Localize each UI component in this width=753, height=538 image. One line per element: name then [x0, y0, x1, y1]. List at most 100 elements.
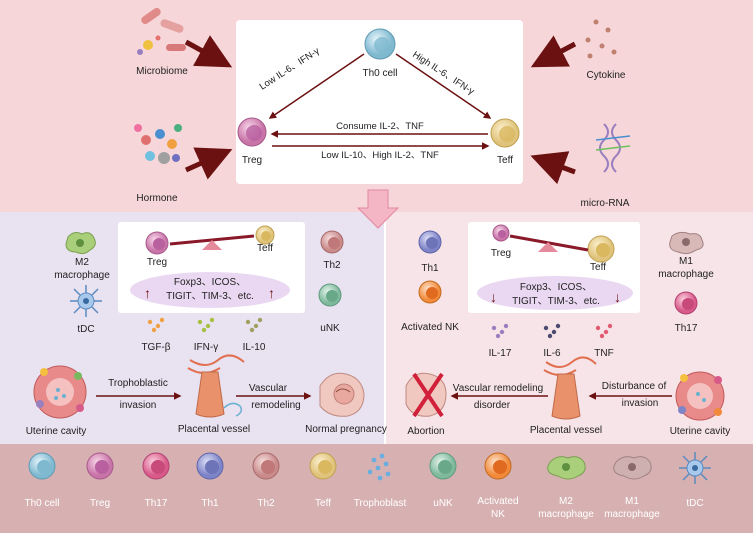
legend-label-4: Th2 [257, 498, 275, 509]
th1-cell-icon [196, 452, 224, 480]
legend-label-8: Activated [477, 496, 518, 507]
left-unk-label: uNK [320, 323, 340, 334]
teff-label-top: Teff [497, 155, 513, 166]
right-treg-label: Treg [491, 248, 511, 259]
abortion-label: Abortion [407, 426, 444, 437]
trophoblast-icon [367, 453, 391, 481]
right-m1-label2: macrophage [658, 269, 714, 280]
legend-label-10b: macrophage [604, 509, 660, 520]
legend-label-6: Trophoblast [354, 498, 407, 509]
right-dist-label1: Disturbance of [602, 381, 667, 392]
left-uterine-cavity-icon [33, 365, 87, 419]
arrow-microrna [530, 151, 576, 185]
th0-label: Th0 cell [362, 68, 397, 79]
left-ifn-icon [197, 317, 215, 333]
left-th2-cell [320, 230, 344, 254]
left-markers-line2: TIGIT、TIM-3、etc. [166, 291, 254, 302]
right-dist-label2: invasion [622, 398, 659, 409]
microbiome-icon [137, 7, 186, 55]
left-m2-label2: macrophage [54, 270, 110, 281]
right-activated-nk-cell [418, 280, 442, 304]
arrow-hormone [184, 147, 233, 180]
left-tgf-icon [147, 317, 165, 333]
arrow-th0-teff [395, 53, 492, 119]
normal-pregnancy-icon [319, 372, 365, 417]
left-markers-line1: Foxp3、ICOS、 [174, 277, 246, 288]
left-treg-cell [145, 231, 169, 255]
legend-label-11: tDC [686, 498, 703, 509]
activated-nk-icon [484, 452, 512, 480]
left-th2-label: Th2 [323, 260, 341, 271]
arrow-microbiome [184, 35, 233, 68]
legend-label-3: Th1 [201, 498, 219, 509]
abortion-icon [405, 372, 447, 418]
m2-macrophage-icon [547, 456, 586, 480]
right-il6-label: IL-6 [543, 348, 561, 359]
legend-label-8b: NK [491, 509, 505, 520]
left-tgf-label: TGF-β [141, 342, 170, 353]
right-markers-line1: Foxp3、ICOS、 [520, 282, 592, 293]
right-tnf-icon [595, 323, 613, 339]
legend-label-0: Th0 cell [24, 498, 59, 509]
m1-macrophage-icon [613, 456, 652, 480]
treg-cell-icon [86, 452, 114, 480]
left-placental-label: Placental vessel [178, 424, 250, 435]
cytokine-label: Cytokine [587, 70, 626, 81]
right-uterine-cavity-icon [675, 371, 725, 421]
right-th1-cell [418, 230, 442, 254]
left-treg-label: Treg [147, 257, 167, 268]
unk-cell-icon [429, 452, 457, 480]
right-seesaw-fulcrum [538, 242, 558, 252]
legend-label-7: uNK [433, 498, 453, 509]
normal-pregnancy-label: Normal pregnancy [305, 424, 387, 435]
left-vasc-label1: Vascular [249, 383, 288, 394]
label-consume: Consume IL-2、TNF [336, 121, 424, 132]
right-markers-line2: TIGIT、TIM-3、etc. [512, 296, 600, 307]
teff-cell-top [490, 118, 520, 148]
cytokine-icon [585, 19, 617, 59]
central-box [236, 20, 523, 184]
right-tnf-label: TNF [594, 348, 613, 359]
arrow-th0-treg [268, 53, 365, 119]
left-teff-label: Teff [257, 243, 273, 254]
left-up-arrow-2: ↑ [268, 285, 275, 301]
legend-label-2: Th17 [145, 498, 168, 509]
right-treg-cell [492, 224, 510, 242]
right-th17-cell [674, 291, 698, 315]
legend-label-5: Teff [315, 498, 331, 509]
label-low-il10: Low IL-10、High IL-2、TNF [321, 150, 439, 161]
treg-cell-top [237, 117, 267, 147]
left-unk-cell [318, 283, 342, 307]
th2-cell-icon [252, 452, 280, 480]
right-th1-label: Th1 [421, 263, 439, 274]
th17-cell-icon [142, 452, 170, 480]
left-tdc-label: tDC [77, 324, 94, 335]
right-placental-label: Placental vessel [530, 425, 602, 436]
left-teff-cell [255, 225, 275, 245]
microrna-icon [595, 123, 631, 173]
right-down-arrow-2: ↓ [614, 289, 621, 305]
tdc-icon [679, 452, 711, 484]
left-m2-label: M2 [75, 257, 89, 268]
left-markers-bg [130, 272, 290, 308]
right-anknk-label: Activated NK [401, 322, 459, 333]
legend-label-1: Treg [90, 498, 110, 509]
right-markers-bg [477, 276, 633, 310]
th0-cell [364, 28, 396, 60]
legend-label-10: M1 [625, 496, 639, 507]
teff-cell-icon [309, 452, 337, 480]
left-tropho-label1: Trophoblastic [108, 378, 168, 389]
left-placental-vessel-icon [187, 354, 245, 418]
right-vascdis-label2: disorder [474, 400, 511, 411]
arrow-cytokine [530, 35, 577, 68]
right-placental-vessel-icon [543, 356, 597, 420]
right-il17-icon [491, 323, 509, 339]
right-teff-cell [587, 235, 615, 263]
down-arrow [356, 189, 400, 229]
left-il10-icon [245, 317, 263, 333]
hormone-icon [134, 124, 182, 164]
legend-label-9: M2 [559, 496, 573, 507]
legend: Th0 cell Treg Th17 Th1 Th2 Teff Trophobl… [24, 452, 711, 520]
